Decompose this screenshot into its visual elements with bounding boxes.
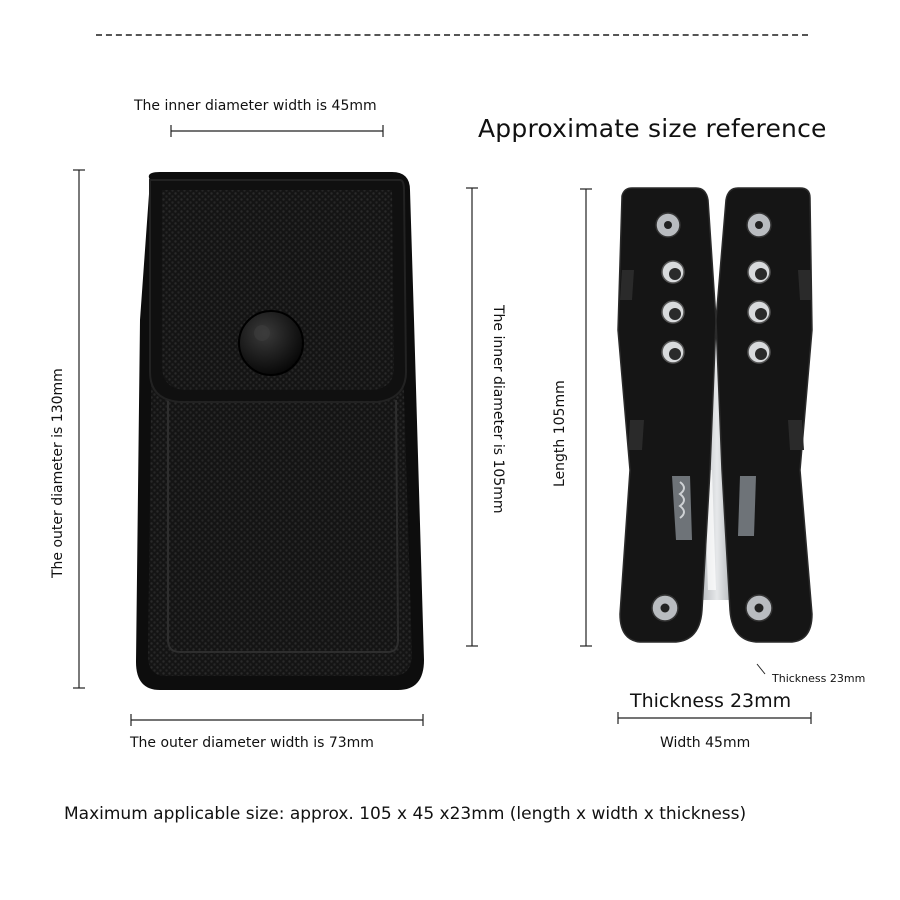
tool-length-line xyxy=(580,188,592,647)
inner-height-label: The inner diameter is 105mm xyxy=(490,305,506,514)
page-title: Approximate size reference xyxy=(478,114,827,143)
inner-width-label: The inner diameter width is 45mm xyxy=(134,98,377,114)
multi-tool xyxy=(617,187,813,643)
outer-width-label: The outer diameter width is 73mm xyxy=(130,735,374,751)
top-dashed-divider xyxy=(96,34,808,36)
pouch-outer-width-line xyxy=(130,714,424,726)
tool-length-label: Length 105mm xyxy=(552,380,568,487)
outer-height-label: The outer diameter is 130mm xyxy=(50,368,66,578)
belt-pouch xyxy=(136,172,424,690)
pouch-inner-height-line xyxy=(466,187,478,647)
snap-button xyxy=(238,310,304,376)
thickness-small-label: Thickness 23mm xyxy=(772,672,866,685)
pouch-outer-height-line xyxy=(73,169,85,689)
thickness-pointer xyxy=(756,663,766,675)
tool-width-line xyxy=(617,712,812,724)
pouch-inner-width-line xyxy=(170,125,384,137)
thickness-label: Thickness 23mm xyxy=(630,690,792,712)
tool-width-label: Width 45mm xyxy=(660,735,751,751)
max-size-footer: Maximum applicable size: approx. 105 x 4… xyxy=(64,804,747,824)
